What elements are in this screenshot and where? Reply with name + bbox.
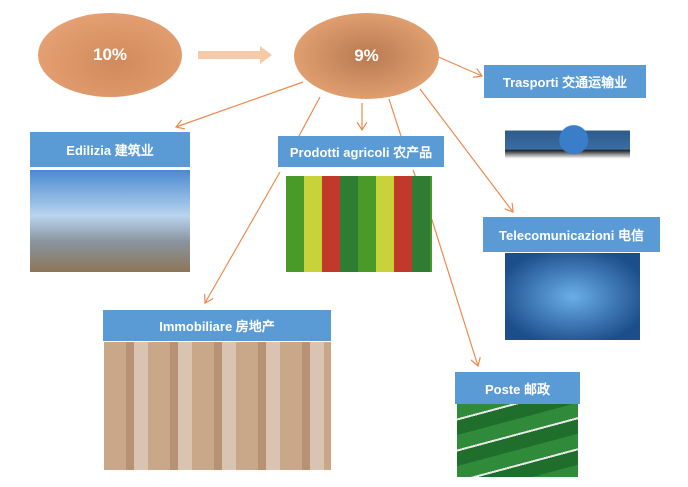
label-telecom: Telecomunicazioni 电信 — [483, 217, 660, 252]
line-to-agricoli-right — [388, 98, 402, 137]
label-edilizia: Edilizia 建筑业 — [30, 132, 190, 167]
label-trasporti: Trasporti 交通运输业 — [484, 65, 646, 98]
arrow-to-trasporti — [433, 54, 482, 76]
arrow-to-immobiliare — [205, 171, 281, 303]
big-arrow — [198, 46, 272, 64]
label-immobiliare: Immobiliare 房地产 — [103, 310, 331, 341]
growth-after: 9% — [294, 13, 439, 99]
line-to-agricoli-left — [298, 96, 321, 137]
label-poste: Poste 邮政 — [455, 372, 580, 404]
image-buildings — [104, 342, 331, 470]
image-transport — [505, 105, 630, 168]
label-agricoli: Prodotti agricoli 农产品 — [278, 136, 444, 167]
image-phones — [505, 253, 640, 340]
arrow-to-telecom — [419, 88, 513, 212]
image-ems-packages — [457, 404, 578, 477]
arrow-to-edilizia — [176, 81, 304, 127]
image-vegetables — [286, 176, 432, 272]
image-construction — [30, 170, 190, 272]
growth-before: 10% — [38, 13, 182, 97]
